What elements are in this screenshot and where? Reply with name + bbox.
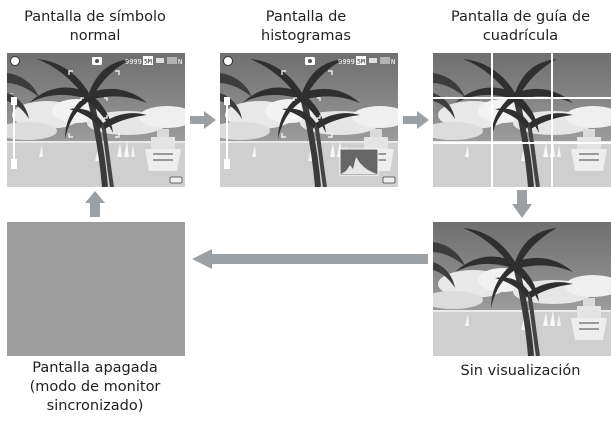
- storage-icon: [156, 58, 164, 63]
- panel-grid-display: [433, 53, 611, 187]
- zoom-wide-icon: [224, 159, 230, 169]
- panel-histogram-display: 9999 5M N: [220, 53, 398, 187]
- zoom-bar: [13, 105, 15, 159]
- quality-icon: [380, 57, 390, 64]
- caption-grid-line1: Pantalla de guía de: [450, 9, 591, 25]
- caption-off-line2: (modo de monitor: [29, 379, 161, 395]
- caption-off-line1: Pantalla apagada: [32, 360, 158, 376]
- battery-icon: [169, 176, 183, 184]
- caption-off: Pantalla apagada (modo de monitor sincro…: [0, 359, 190, 416]
- zoom-tele-icon: [11, 97, 17, 105]
- quality-mark: N: [391, 58, 395, 66]
- caption-none: Sin visualización: [460, 363, 581, 379]
- flash-icon: [223, 56, 233, 66]
- zoom-bar: [226, 105, 228, 159]
- remaining-shots: 9999: [125, 58, 142, 66]
- battery-icon: [382, 176, 396, 184]
- caption-histogram-line2: histogramas: [261, 28, 351, 44]
- focus-frame: [68, 70, 120, 138]
- zoom-wide-icon: [11, 159, 17, 169]
- svg-text:‒: ‒: [10, 90, 14, 97]
- histogram-box: [339, 148, 379, 176]
- panel-normal-display: 9999 5M N ‒: [7, 53, 185, 187]
- caption-normal-line2: normal: [69, 28, 121, 44]
- caption-grid-line2: cuadrícula: [482, 28, 559, 44]
- panel-no-display: [433, 222, 611, 356]
- storage-icon: [369, 58, 377, 63]
- arrow-down: [512, 190, 532, 218]
- image-size-icon: [143, 56, 153, 65]
- grid-lines: [433, 53, 611, 187]
- quality-mark: N: [178, 58, 182, 66]
- caption-histogram: Pantalla de histogramas: [216, 8, 396, 46]
- caption-normal-line1: Pantalla de símbolo: [24, 9, 166, 25]
- image-size-mark: 5M: [357, 58, 365, 66]
- arrow-up: [85, 191, 105, 217]
- remaining-shots: 9999: [338, 58, 355, 66]
- panel-monitor-off: [7, 222, 185, 356]
- focus-frame: [281, 70, 333, 138]
- flash-icon: [10, 56, 20, 66]
- caption-grid: Pantalla de guía de cuadrícula: [430, 8, 611, 46]
- image-size-icon: [356, 56, 366, 65]
- zoom-tele-icon: [224, 97, 230, 105]
- caption-off-line3: sincronizado): [46, 398, 144, 414]
- caption-normal: Pantalla de símbolo normal: [0, 8, 190, 46]
- arrow-left-long: [192, 249, 428, 269]
- arrow-right-2: [403, 111, 429, 129]
- arrow-right-1: [190, 111, 216, 129]
- caption-histogram-line1: Pantalla de: [265, 9, 347, 25]
- image-size-mark: 5M: [144, 58, 152, 66]
- quality-icon: [167, 57, 177, 64]
